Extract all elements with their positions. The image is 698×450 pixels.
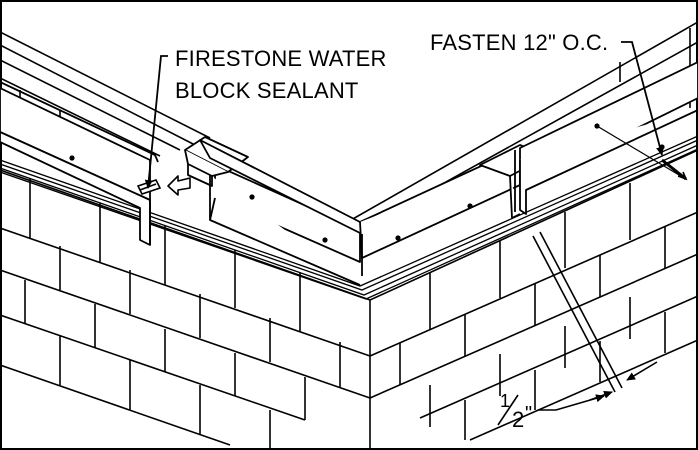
gap-numerator: 1: [500, 391, 510, 411]
fastener-screw: [596, 125, 688, 181]
label-fasten: FASTEN 12" O.C.: [430, 30, 608, 55]
sealant-direction-arrow: [167, 175, 191, 196]
gap-unit: ": [525, 403, 532, 425]
coping-right-section: [514, 61, 698, 215]
leaders: [144, 41, 664, 189]
fastener-dot: [467, 203, 473, 209]
label-gap-dimension: 1 2 ": [497, 391, 532, 432]
wall-flashing-bands: [0, 135, 698, 300]
fastener-dot: [395, 235, 401, 241]
block-wall: [0, 149, 698, 450]
label-sealant-line2: BLOCK SEALANT: [175, 78, 359, 103]
joint-gap-indicator: [532, 231, 658, 411]
fastener-dot: [249, 194, 255, 200]
fraction-slash: [497, 394, 519, 426]
coping-left-section: [0, 81, 159, 246]
fastener-dot: [69, 155, 75, 161]
gap-denominator: 2: [512, 407, 524, 432]
fastener-dot: [322, 237, 328, 243]
label-sealant-line1: FIRESTONE WATER: [175, 46, 387, 71]
